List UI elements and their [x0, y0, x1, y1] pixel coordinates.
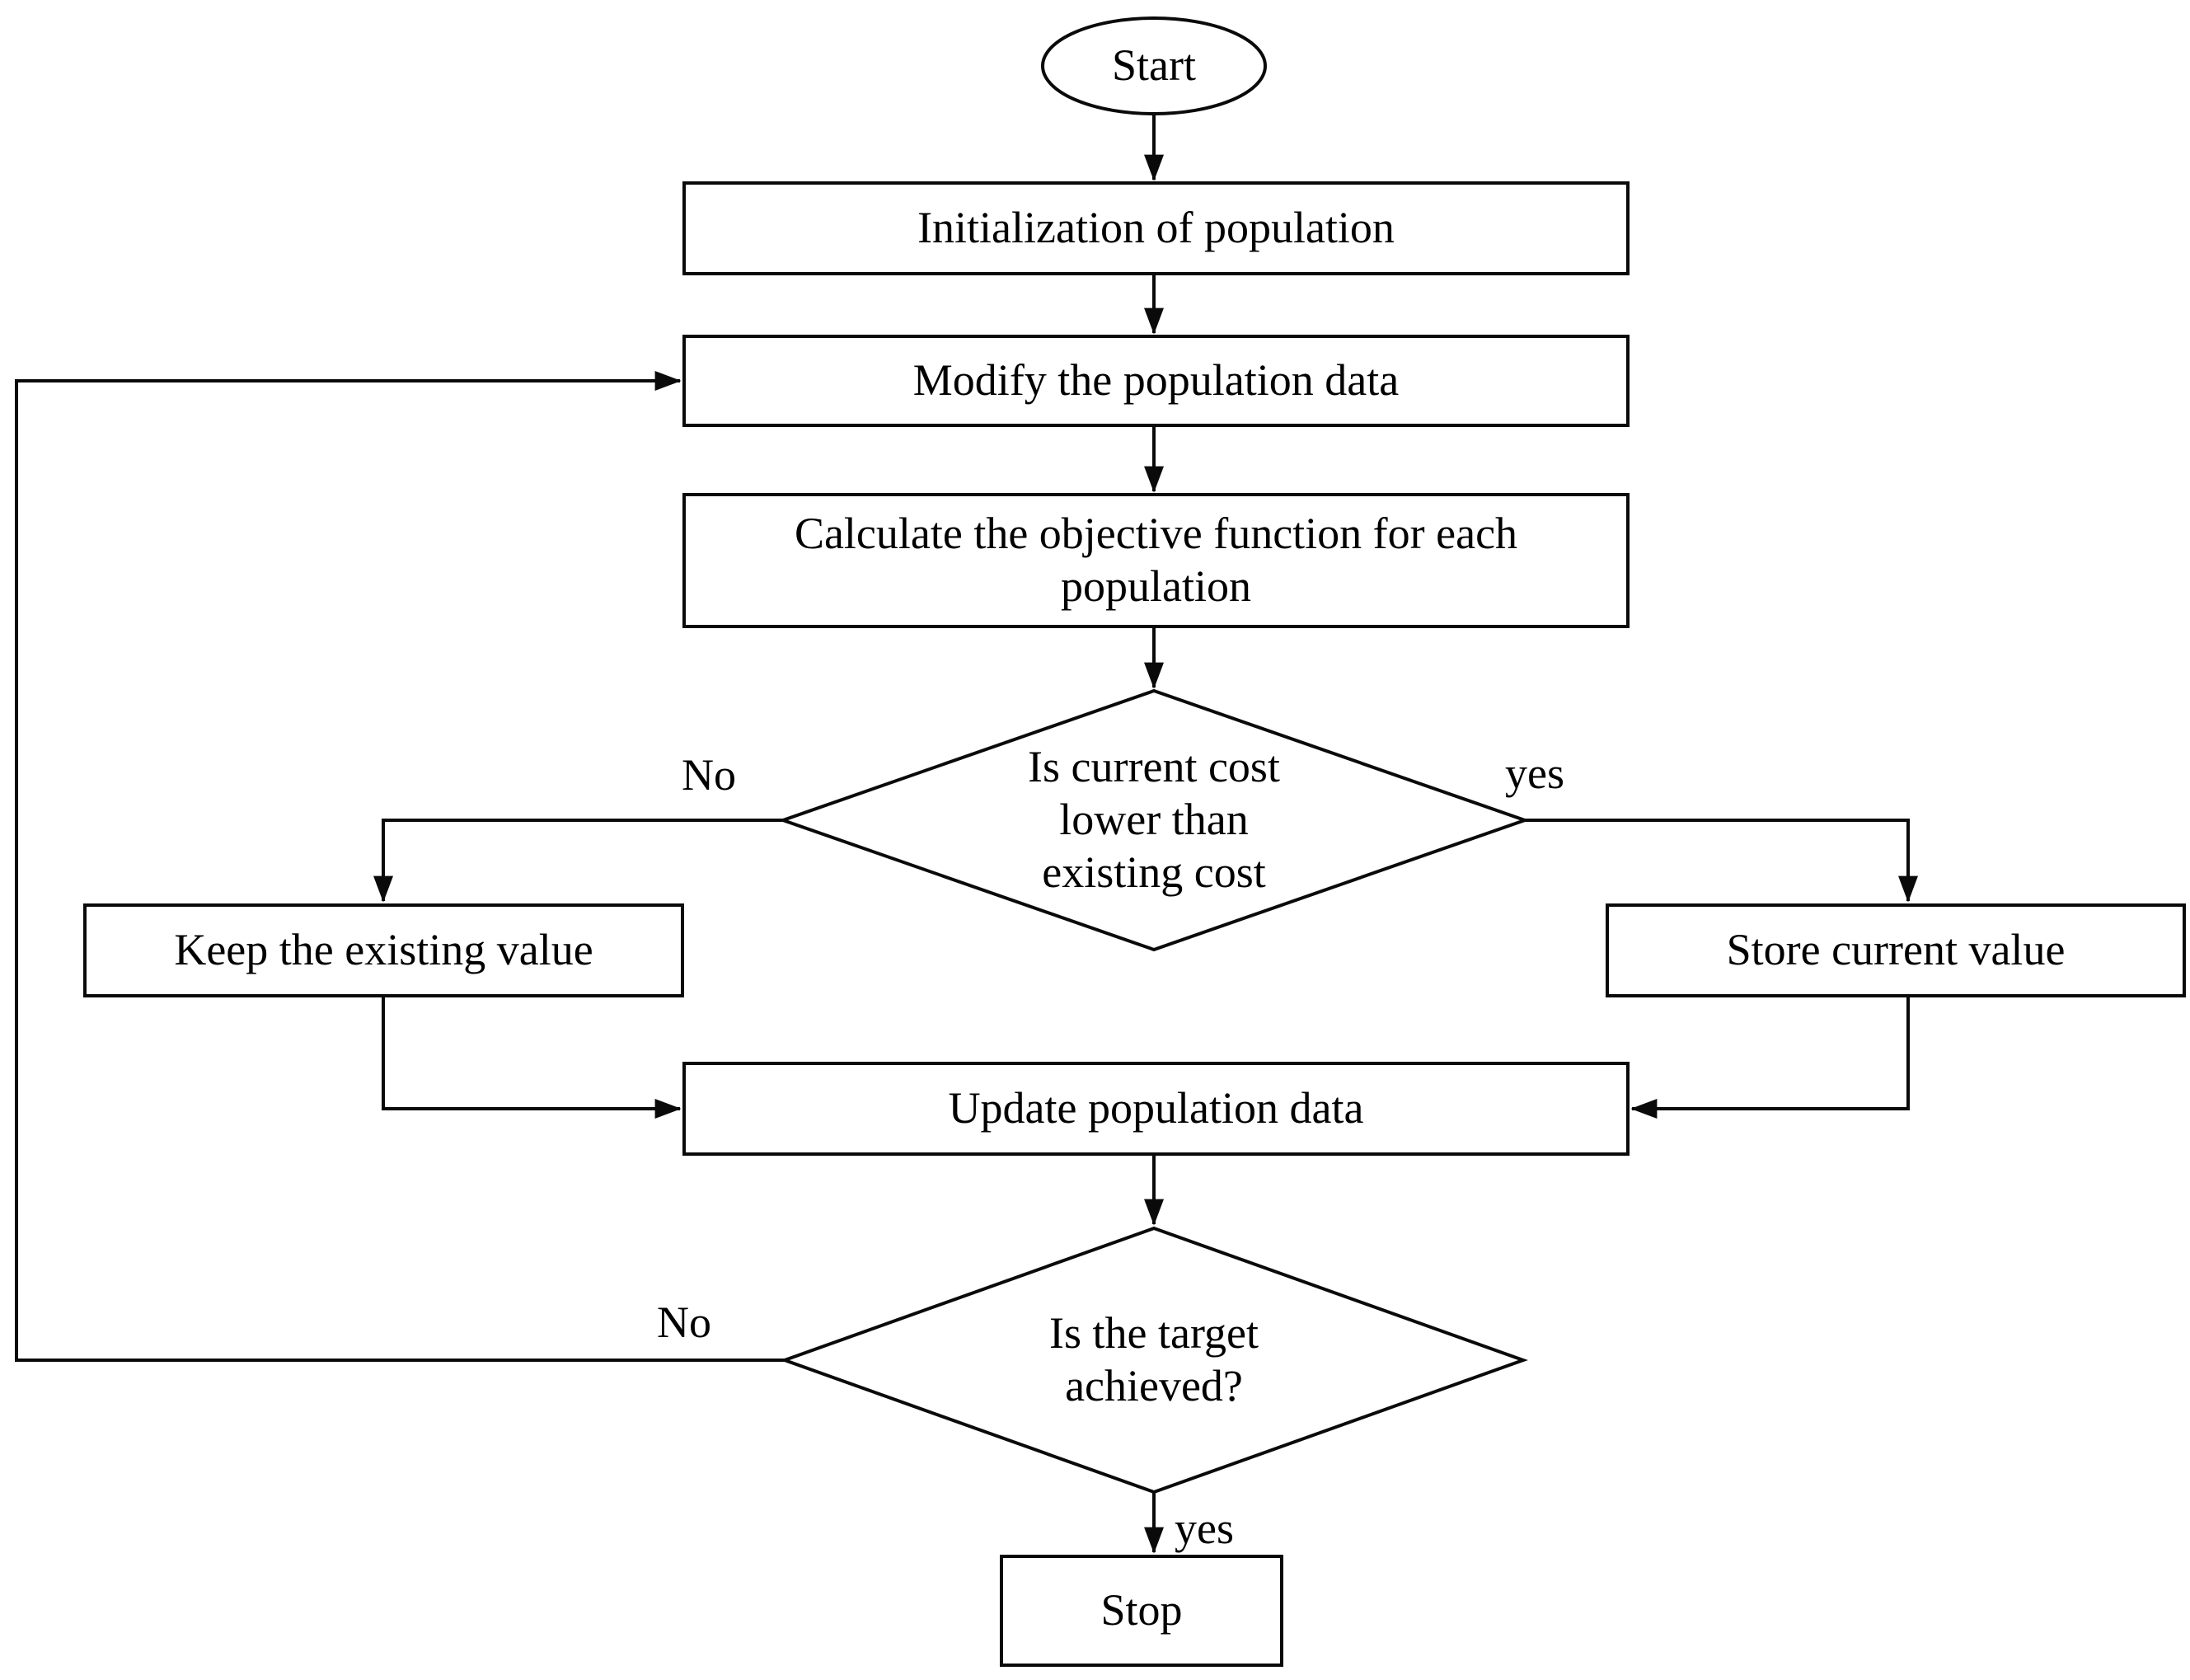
cost-yes-edge-label: yes	[1505, 748, 1564, 798]
edge-store-to-update	[1630, 996, 1910, 1119]
store-process-shape	[1606, 903, 2186, 997]
stop-process-shape	[1000, 1555, 1283, 1667]
edge-keep-to-update	[382, 996, 682, 1119]
edge-cost-yes-to-store	[1525, 819, 1918, 903]
update-process-shape	[682, 1062, 1630, 1156]
target-yes-edge-label: yes	[1175, 1504, 1234, 1553]
calculate-process-shape	[682, 493, 1630, 628]
start-terminator-shape	[1041, 16, 1267, 115]
keep-process-shape	[83, 903, 684, 997]
target-check-decision-shape	[780, 1226, 1528, 1495]
cost-no-edge-label: No	[682, 750, 736, 800]
cost-check-decision-shape	[777, 688, 1531, 952]
edge-cost-no-to-keep	[373, 819, 783, 903]
edge-target-no-loop-to-modify	[15, 371, 785, 1362]
modify-process-shape	[682, 335, 1630, 427]
init-process-shape	[682, 181, 1630, 275]
target-no-edge-label: No	[657, 1298, 711, 1347]
